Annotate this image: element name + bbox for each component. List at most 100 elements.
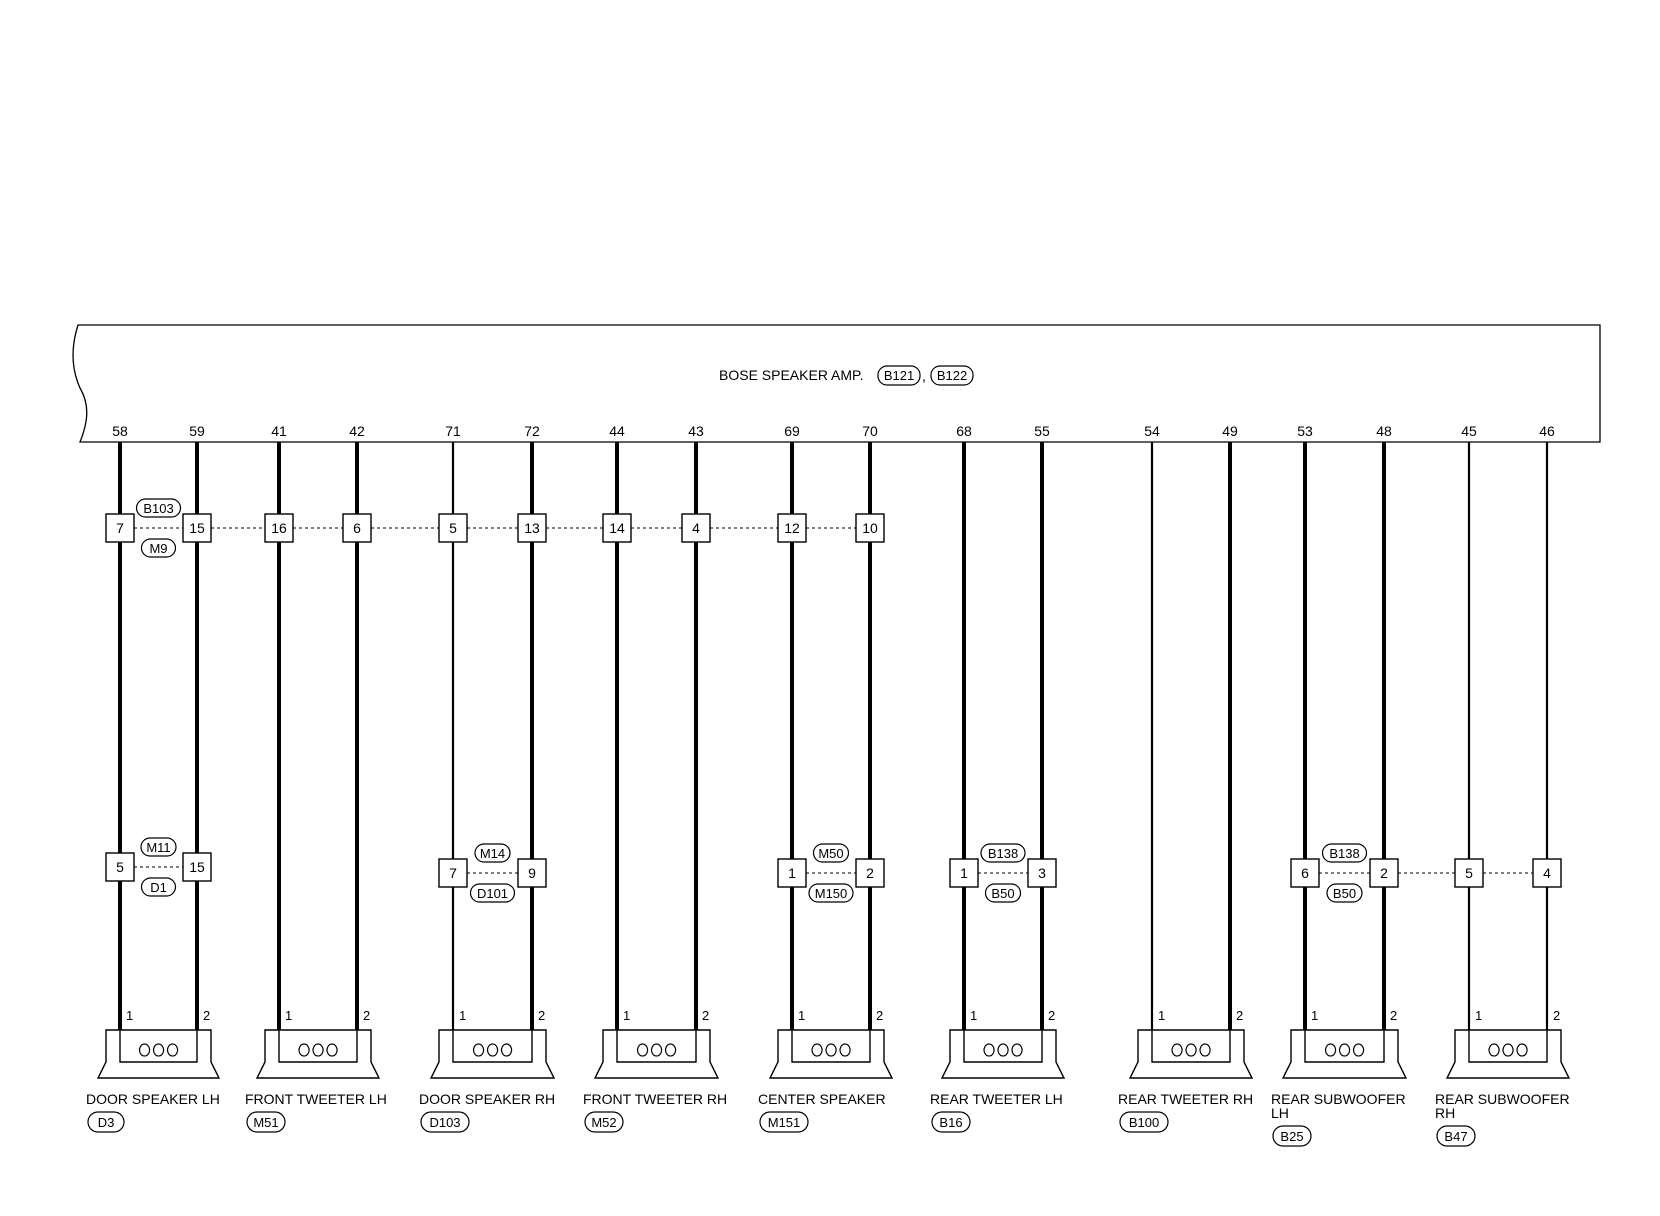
upper-junction-pin-6-number: 14 xyxy=(609,520,625,536)
speaker-b100-coil-icon xyxy=(1171,1043,1211,1057)
speaker-m52-connector-outline xyxy=(584,1111,624,1133)
speaker-m52-housing xyxy=(593,1029,720,1079)
lower-junction-3-tag-top-text: B138 xyxy=(988,846,1018,861)
speaker-b47-connector-outline xyxy=(1436,1125,1476,1147)
speaker-b100-housing xyxy=(1128,1029,1254,1079)
lower-junction-1-tag-bottom-text: D101 xyxy=(477,886,508,901)
upper-junction-pin-7-box xyxy=(681,513,711,543)
speaker-b25-name-line-0: REAR SUBWOOFER xyxy=(1271,1091,1406,1107)
speaker-b100-pin2: 2 xyxy=(1236,1008,1243,1023)
upper-junction-pin-2: 16 xyxy=(264,513,294,543)
amp-pin-42-label: 42 xyxy=(349,423,365,439)
speaker-b25-cone xyxy=(1304,1030,1385,1063)
lower-junction-1-tag-bottom-outline xyxy=(469,883,516,903)
upper-junction-pin-4: 5 xyxy=(438,513,468,543)
lower-junction-2-tag-bottom-text: M150 xyxy=(815,886,848,901)
upper-junction-pin-4-number: 5 xyxy=(449,520,457,536)
lower-junction-5-pin-b-number: 4 xyxy=(1543,865,1551,881)
lower-junction-1-pin-a-box xyxy=(438,858,468,888)
upper-junction-pin-3-number: 6 xyxy=(353,520,361,536)
speaker-b47-pin1: 1 xyxy=(1475,1008,1482,1023)
upper-junction-pin-4-box xyxy=(438,513,468,543)
amp-pin-53-label: 53 xyxy=(1297,423,1313,439)
speaker-d3-pin2: 2 xyxy=(203,1008,210,1023)
lower-junction-0-pin-b-number: 15 xyxy=(189,859,205,875)
speaker-m51-connector-text: M51 xyxy=(253,1115,278,1130)
upper-junction-pin-0: 7 xyxy=(105,513,135,543)
speaker-d3-connector-text: D3 xyxy=(98,1115,115,1130)
lower-junction-1-tag-top: M14 xyxy=(474,843,511,863)
upper-junction-pin-8-number: 12 xyxy=(784,520,800,536)
speaker-d3-connector-outline xyxy=(87,1111,125,1133)
speaker-m51-connector-tag: M51 xyxy=(246,1111,286,1133)
lower-junction-2-pin-a: 1 xyxy=(777,858,807,888)
speaker-m51-coil-icon xyxy=(298,1043,338,1057)
speaker-b16-name-line-0: REAR TWEETER LH xyxy=(930,1091,1063,1107)
lower-junction-1-tag-top-outline xyxy=(474,843,511,863)
upper-junction-pin-8: 12 xyxy=(777,513,807,543)
upper-junction-tag-b103-text: B103 xyxy=(143,501,173,516)
amp-pin-49-label: 49 xyxy=(1222,423,1238,439)
lower-junction-3-pin-a: 1 xyxy=(949,858,979,888)
lower-junction-1-pin-b-number: 9 xyxy=(528,865,536,881)
upper-junction-pin-7-number: 4 xyxy=(692,520,700,536)
lower-junction-2-pin-b-number: 2 xyxy=(866,865,874,881)
speaker-b16-connector-tag: B16 xyxy=(931,1111,971,1133)
lower-junction-0-tag-top-outline xyxy=(140,837,177,857)
amp-pin-71-label: 71 xyxy=(445,423,461,439)
speaker-m51-housing xyxy=(255,1029,381,1079)
speaker-b25-pin2: 2 xyxy=(1390,1008,1397,1023)
speaker-m151-cone xyxy=(791,1030,871,1063)
upper-junction-pin-0-number: 7 xyxy=(116,520,124,536)
speaker-b100-connector-outline xyxy=(1119,1111,1169,1133)
amp-pin-72-label: 72 xyxy=(524,423,540,439)
lower-junction-1-pin-b: 9 xyxy=(517,858,547,888)
speaker-d103-pin2: 2 xyxy=(538,1008,545,1023)
lower-junction-2-tag-top-outline xyxy=(812,843,850,863)
amp-pin-69-label: 69 xyxy=(784,423,800,439)
speaker-m52-cone xyxy=(616,1030,697,1063)
lower-junction-1-tag-bottom: D101 xyxy=(469,883,516,903)
speaker-m151-connector-text: M151 xyxy=(768,1115,801,1130)
lower-junction-0-pin-a-box xyxy=(105,852,135,882)
speaker-d103-cone xyxy=(452,1030,533,1063)
lower-junction-5-pin-a: 5 xyxy=(1454,858,1484,888)
upper-junction-tag-m9-outline xyxy=(140,538,177,558)
lower-junction-0-tag-top: M11 xyxy=(140,837,177,857)
lower-junction-4-pin-b-number: 2 xyxy=(1380,865,1388,881)
lower-junction-4-tag-top: B138 xyxy=(1321,843,1368,863)
speaker-m51-pin1: 1 xyxy=(285,1008,292,1023)
speaker-b47-cone xyxy=(1468,1030,1548,1063)
speaker-d3-pin1: 1 xyxy=(126,1008,133,1023)
upper-junction-tag-b103: B103 xyxy=(135,498,182,518)
speaker-b100-name-line-0: REAR TWEETER RH xyxy=(1118,1091,1253,1107)
lower-junction-3-pin-a-number: 1 xyxy=(960,865,968,881)
speaker-d103-pin1: 1 xyxy=(459,1008,466,1023)
lower-junction-5-pin-a-number: 5 xyxy=(1465,865,1473,881)
lower-junction-4-pin-a-box xyxy=(1290,858,1320,888)
speaker-b25-connector-text: B25 xyxy=(1280,1129,1303,1144)
speaker-d3-cone xyxy=(119,1030,198,1063)
lower-junction-4-pin-b: 2 xyxy=(1369,858,1399,888)
amp-connector-b121-text: B121 xyxy=(884,368,914,383)
lower-junction-3-tag-top: B138 xyxy=(980,843,1026,863)
amp-pin-46-label: 46 xyxy=(1539,423,1555,439)
amp-pin-48-label: 48 xyxy=(1376,423,1392,439)
upper-junction-tag-m9: M9 xyxy=(140,538,177,558)
lower-junction-2-pin-b-box xyxy=(855,858,885,888)
speaker-b47-coil-icon xyxy=(1488,1043,1528,1057)
upper-junction-pin-2-box xyxy=(264,513,294,543)
lower-junction-1-tag-top-text: M14 xyxy=(480,846,505,861)
lower-junction-4-tag-bottom-outline xyxy=(1326,883,1363,903)
speaker-d3-housing xyxy=(96,1029,221,1079)
speaker-m52-name-line-0: FRONT TWEETER RH xyxy=(583,1091,727,1107)
lower-junction-0-pin-b-box xyxy=(182,852,212,882)
